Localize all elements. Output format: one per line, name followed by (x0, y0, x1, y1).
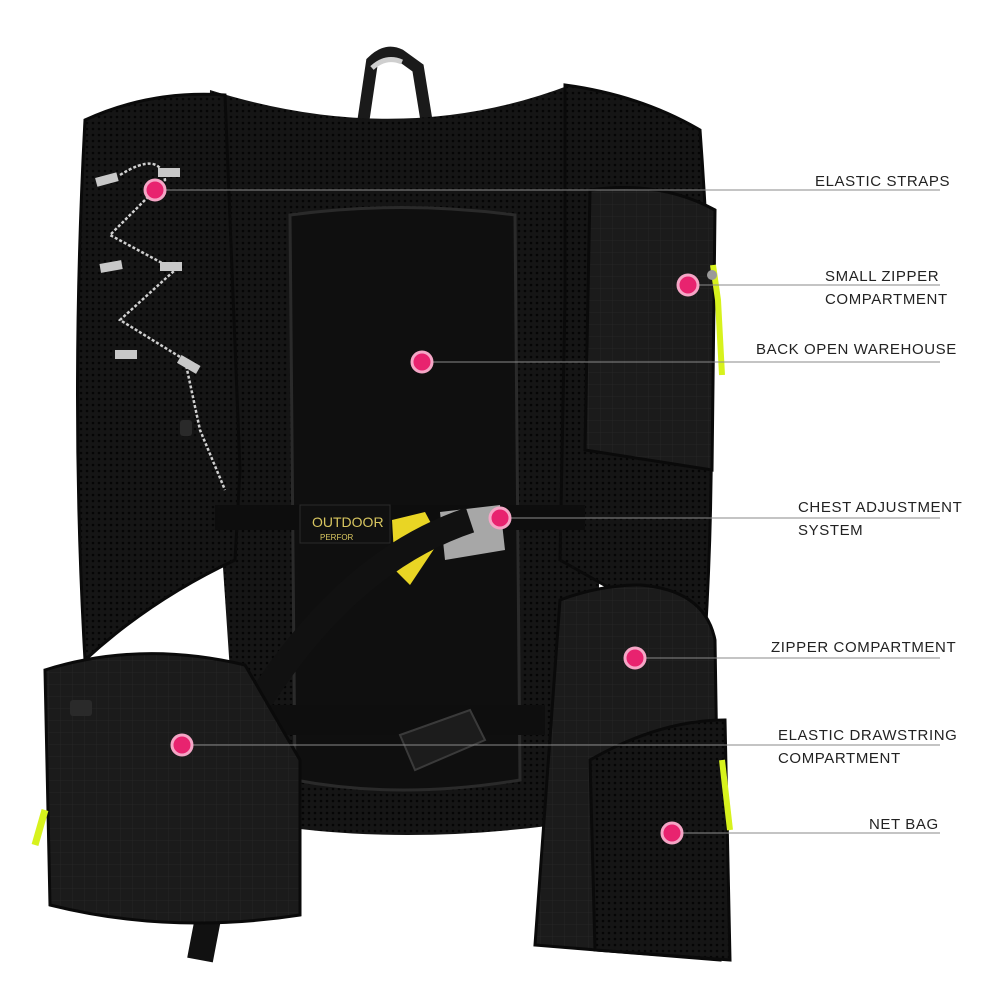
top-loop (356, 46, 434, 131)
elastic-cord (107, 162, 227, 491)
label-net-bag: NET BAG (869, 816, 939, 833)
drawstring-pocket (43, 652, 302, 925)
marker-small-zipper (676, 273, 700, 297)
label-elastic-drawstring-compartment: ELASTIC DRAWSTRING COMPARTMENT (778, 727, 958, 767)
marker-net-bag (660, 821, 684, 845)
marker-back-warehouse (410, 350, 434, 374)
brand-text: OUTDOOR (312, 514, 384, 530)
label-zipper-compartment: ZIPPER COMPARTMENT (771, 639, 957, 656)
marker-elastic-straps (143, 178, 167, 202)
label-elastic-straps: ELASTIC STRAPS (815, 173, 951, 190)
small-zipper-pocket (583, 186, 717, 472)
marker-chest-adjust (488, 506, 512, 530)
net-bag-pocket (588, 718, 732, 962)
brand-subtext: PERFOR (320, 533, 354, 542)
label-small-zipper-compartment: SMALL ZIPPER COMPARTMENT (825, 268, 948, 308)
marker-drawstring (170, 733, 194, 757)
lower-buckle (398, 708, 487, 772)
label-chest-adjustment-system: CHEST ADJUSTMENT SYSTEM (798, 499, 963, 539)
label-back-open-warehouse: BACK OPEN WAREHOUSE (756, 341, 957, 358)
back-open-warehouse-pocket (288, 206, 522, 792)
callout-markers (143, 178, 700, 845)
left-shoulder-strap (76, 92, 242, 664)
marker-zipper-compartment (623, 646, 647, 670)
leader-lines (155, 189, 940, 834)
